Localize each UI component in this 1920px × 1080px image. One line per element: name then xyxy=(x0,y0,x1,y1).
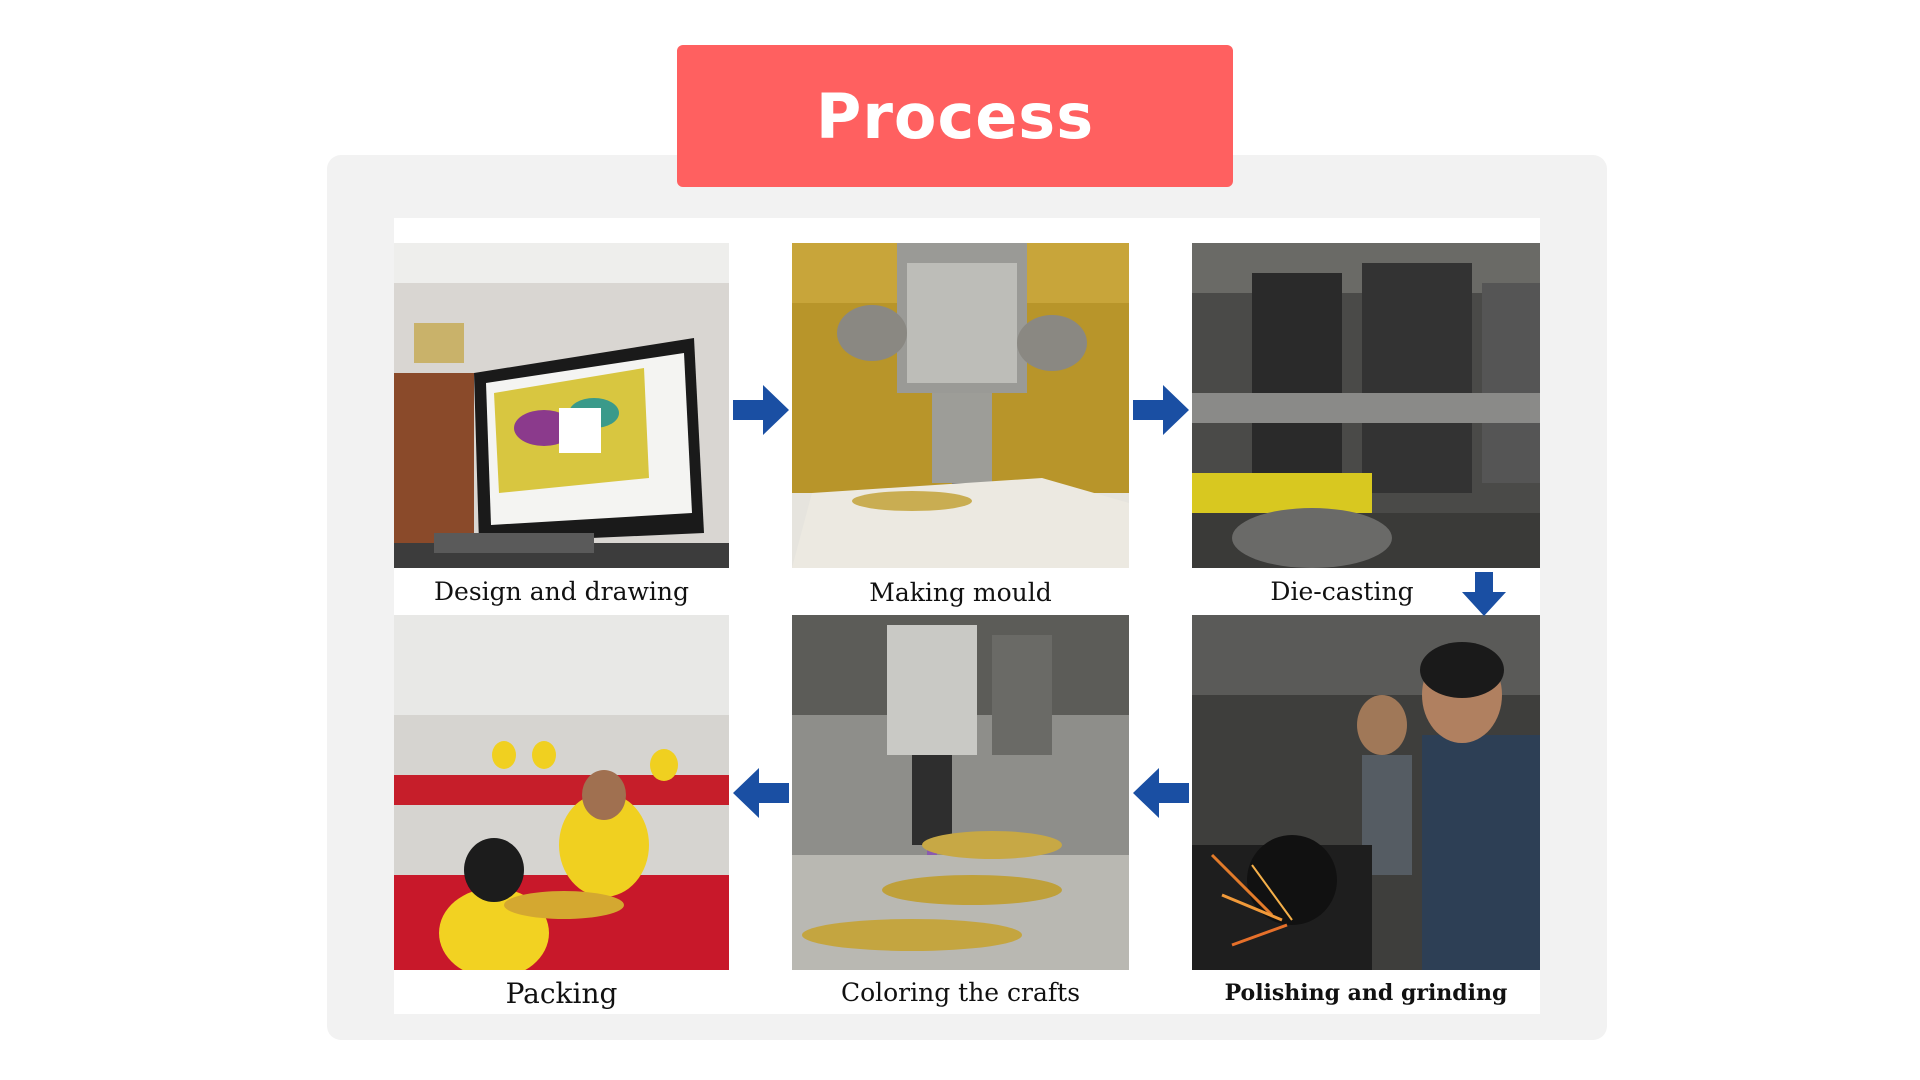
banner-title: Process xyxy=(815,79,1095,153)
polishing-grinding-photo xyxy=(1192,615,1540,970)
making-mould-photo xyxy=(792,243,1129,568)
arrow-left-icon xyxy=(1133,768,1189,818)
packing-photo xyxy=(394,615,729,970)
arrow-left-icon xyxy=(733,768,789,818)
step-label-packing: Packing xyxy=(505,977,618,1010)
step-label-coloring: Coloring the crafts xyxy=(840,978,1081,1007)
arrow-right-icon xyxy=(733,385,789,435)
coloring-crafts-photo xyxy=(792,615,1129,970)
die-casting-photo xyxy=(1192,243,1540,568)
arrow-right-icon xyxy=(1133,385,1189,435)
step-label-die-casting: Die-casting xyxy=(1270,577,1414,606)
process-banner: Process xyxy=(677,45,1233,187)
step-label-polishing: Polishing and grinding xyxy=(1224,980,1508,1006)
step-label-mould: Making mould xyxy=(869,578,1052,607)
design-drawing-photo xyxy=(394,243,729,568)
step-label-design: Design and drawing xyxy=(433,577,690,606)
arrow-down-icon xyxy=(1462,572,1506,616)
